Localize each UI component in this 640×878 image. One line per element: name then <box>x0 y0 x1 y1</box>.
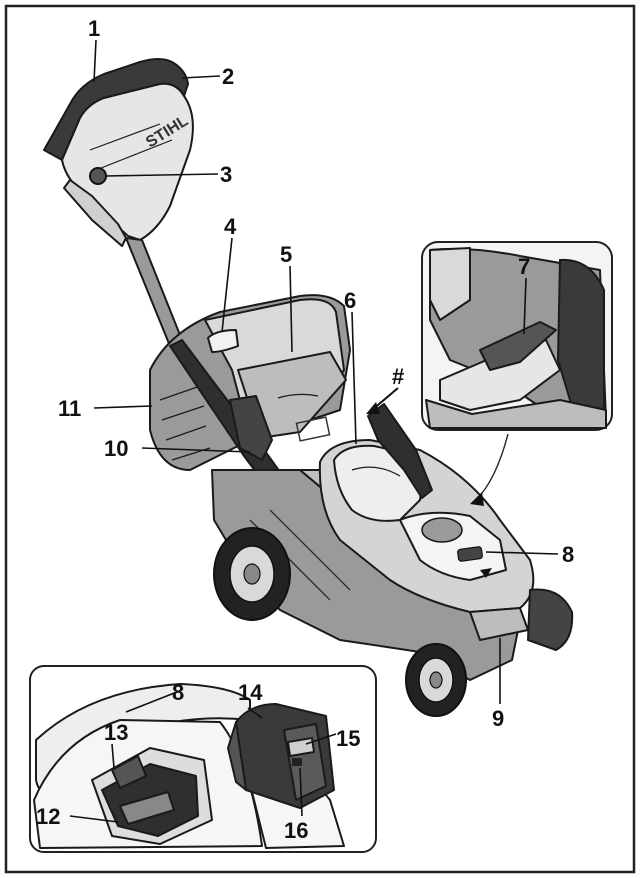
charge-indicator-icon <box>287 737 315 757</box>
inset-detail-top <box>421 241 613 431</box>
callout-11: 11 <box>58 396 81 421</box>
callout-6: 6 <box>344 288 356 313</box>
indicator-icon <box>480 568 492 578</box>
catcher-window-icon <box>207 329 239 353</box>
latch-icon <box>111 755 147 789</box>
callout-9: 9 <box>492 706 504 731</box>
callout-1: 1 <box>88 16 100 41</box>
catch-flap-icon <box>479 321 557 371</box>
front-wheel-right <box>527 588 574 651</box>
callout-12: 12 <box>36 804 60 829</box>
battery-pack <box>227 703 335 809</box>
callout-7: 7 <box>518 254 530 279</box>
callout-5: 5 <box>280 242 292 267</box>
callout-3: 3 <box>220 162 232 187</box>
leader-lines <box>69 39 559 823</box>
rear-wheel <box>213 527 291 621</box>
callout-2: 2 <box>222 64 234 89</box>
hash-arrowhead-icon <box>366 402 380 414</box>
handle-clamp <box>229 395 273 461</box>
callout-15: 15 <box>336 726 360 751</box>
callout-14: 14 <box>238 680 263 705</box>
handle-knob-icon <box>89 167 107 185</box>
inset-connector <box>475 433 509 501</box>
height-adjust-lever <box>469 607 529 641</box>
callout-4: 4 <box>224 214 237 239</box>
handle-arm-right <box>367 403 433 499</box>
inset-arrowhead-icon <box>470 492 484 506</box>
callout-10: 10 <box>104 436 128 461</box>
callout-8: 8 <box>562 542 574 567</box>
handle-tube <box>125 237 183 347</box>
callout-hash: # <box>392 364 404 389</box>
motor-housing <box>318 439 535 613</box>
front-wheel-left <box>405 643 467 717</box>
figure-border <box>4 4 636 874</box>
callout-8-inset: 8 <box>172 680 184 705</box>
start-button-icon <box>421 517 463 543</box>
callout-13: 13 <box>104 720 128 745</box>
callout-labels: 1 2 3 4 5 6 7 8 9 10 11 8 12 13 14 15 16… <box>36 16 574 843</box>
push-handle: STIHL <box>43 58 194 347</box>
callout-16: 16 <box>284 818 308 843</box>
key-slot-icon <box>457 546 483 562</box>
